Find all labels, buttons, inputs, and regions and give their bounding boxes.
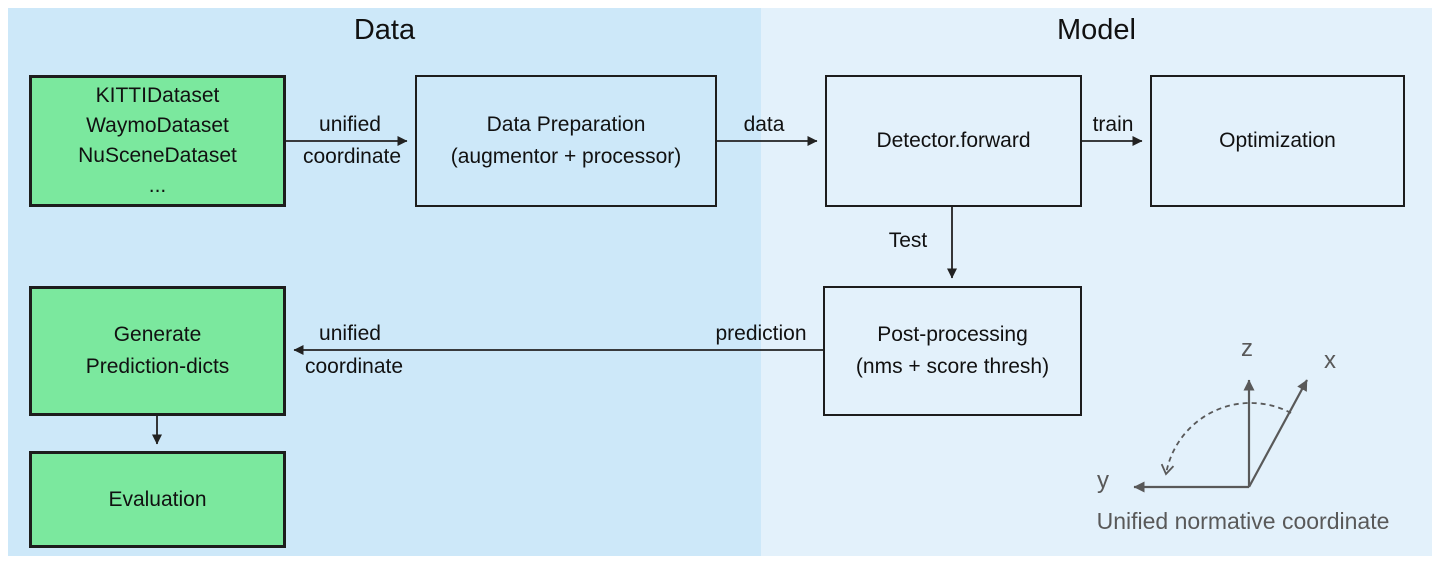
axis-label-y: y	[1097, 467, 1109, 494]
node-datasets: KITTIDataset WaymoDataset NuSceneDataset…	[29, 75, 286, 207]
region-model-title: Model	[1057, 14, 1136, 46]
node-post-processing-line: (nms + score thresh)	[855, 355, 1050, 378]
node-data-preparation-line: Data Preparation	[486, 113, 646, 136]
edge-label-unified-top: unified	[319, 113, 381, 136]
edge-label-coordinate-top: coordinate	[302, 145, 402, 168]
node-data-preparation: Data Preparation (augmentor + processor)	[415, 75, 717, 207]
node-evaluation-label: Evaluation	[108, 487, 207, 511]
edge-label-data: data	[743, 113, 785, 136]
node-post-processing-line: Post-processing	[877, 323, 1028, 346]
edge-label-unified-bottom: unified	[319, 322, 381, 345]
node-datasets-line: ...	[148, 174, 167, 197]
node-detector-forward: Detector.forward	[825, 75, 1082, 207]
node-optimization: Optimization	[1150, 75, 1405, 207]
node-datasets-line: KITTIDataset	[95, 84, 220, 107]
region-model-background	[761, 8, 1432, 556]
edge-label-coordinate-bottom: coordinate	[304, 355, 404, 378]
node-generate-prediction-dicts-line: Prediction-dicts	[85, 355, 230, 378]
region-data-title: Data	[353, 14, 416, 46]
node-post-processing: Post-processing (nms + score thresh)	[823, 286, 1082, 416]
axis-label-z: z	[1241, 335, 1253, 362]
edge-label-train: train	[1092, 113, 1134, 136]
node-optimization-label: Optimization	[1219, 129, 1336, 152]
node-generate-prediction-dicts: Generate Prediction-dicts	[29, 286, 286, 416]
edge-label-prediction: prediction	[715, 322, 807, 345]
node-detector-forward-label: Detector.forward	[876, 129, 1031, 152]
node-evaluation: Evaluation	[29, 451, 286, 548]
node-datasets-line: NuSceneDataset	[78, 144, 237, 167]
edge-label-test: Test	[888, 229, 928, 252]
node-generate-prediction-dicts-line: Generate	[113, 323, 202, 346]
coordinate-caption: Unified normative coordinate	[1096, 508, 1390, 534]
node-data-preparation-line: (augmentor + processor)	[450, 145, 682, 168]
node-datasets-line: WaymoDataset	[86, 114, 229, 137]
axis-label-x: x	[1324, 347, 1336, 374]
